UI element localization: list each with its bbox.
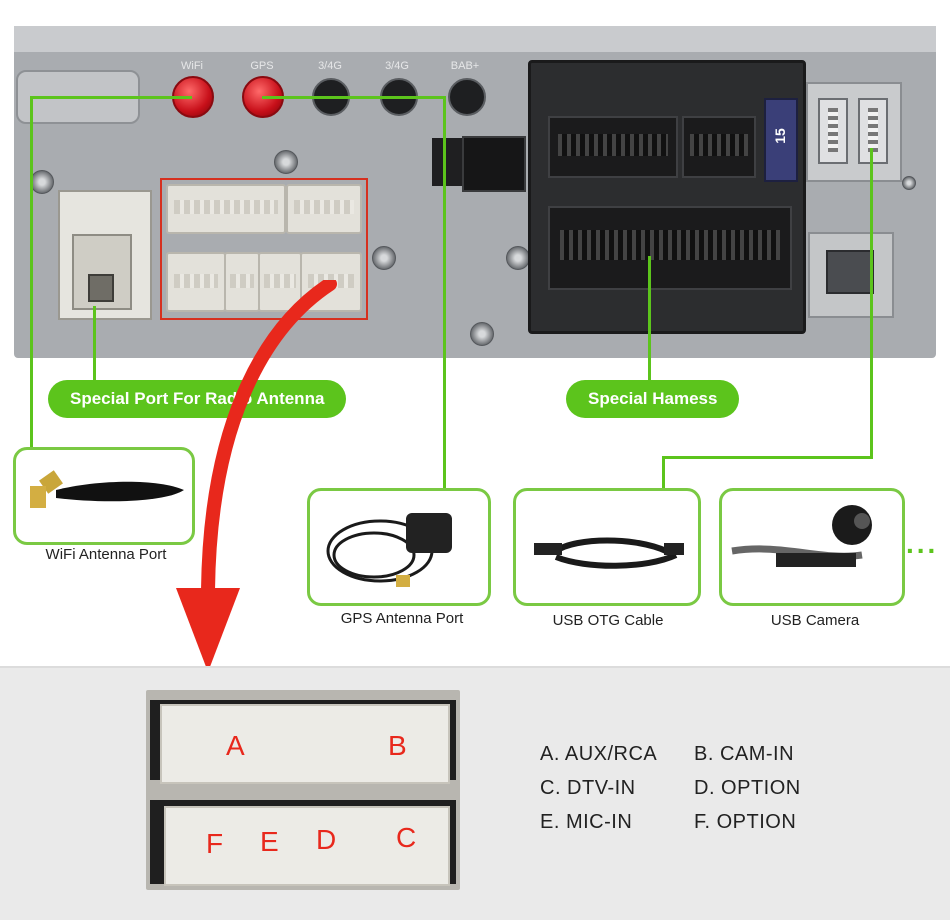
connector-letter-a: A [226,730,245,761]
usb-port [818,98,848,164]
connector-row-bottom [164,806,450,886]
screw-icon [372,246,396,270]
plug-block-b [286,184,362,234]
usb-camera-box [719,488,905,606]
gps-antenna-icon [326,513,452,587]
legend-b: B. CAM-IN [694,743,795,765]
harness-port-2 [682,116,756,178]
wifi-callout-line [30,96,33,448]
gps-antenna-caption: GPS Antenna Port [340,610,464,627]
black-port [432,138,462,186]
harness-callout-line [648,256,651,382]
gps-antenna-box [307,488,491,606]
screw-icon [274,150,298,174]
port-label-wifi: WiFi [181,60,203,72]
screw-icon [902,176,916,190]
usb-otg-box [513,488,701,606]
usb-callout-line [870,148,873,458]
connector-detail-section [0,666,950,920]
harness-callout: Special Hamess [566,380,740,418]
connector-row-top [160,704,450,784]
legend-e: E. MIC-IN [540,811,633,833]
panel-top-rim [14,26,936,52]
port-label-4g-1: 3/4G [318,60,342,72]
fuse-label: 15 [772,128,788,144]
connector-letter-f: F [206,828,224,859]
port-label-4g-2: 3/4G [385,60,409,72]
black-port [462,136,526,192]
usb-cable-icon [534,537,684,569]
connector-letter-d: D [316,824,337,855]
harness-port-1 [548,116,678,178]
camera-icon [731,505,872,567]
wifi-antenna-caption: WiFi Antenna Port [45,546,167,563]
harness-port-3 [548,206,792,290]
camera-port [826,250,874,294]
radio-antenna-callout: Special Port For Radio Antenna [48,380,347,418]
wifi-callout-line [30,96,192,99]
plug-block-d [258,252,302,312]
usb-callout-line [662,456,873,459]
plug-block-e [224,252,260,312]
radio-antenna-pin [88,274,114,302]
gps-callout-line [443,96,446,488]
legend-d: D. OPTION [694,777,801,799]
connector-highlight-box [160,178,368,320]
wifi-antenna-icon [30,470,184,508]
screw-icon [30,170,54,194]
more-accessories-indicator: ... [906,528,939,559]
gps-callout-line [262,96,446,99]
port-label-bab: BAB+ [450,60,480,72]
fuse-icon [764,98,798,182]
usb-otg-caption: USB OTG Cable [552,612,664,629]
plug-block-f [166,252,226,312]
legend-f: F. OPTION [694,811,797,833]
screw-icon [470,322,494,346]
port-label-gps: GPS [250,60,274,72]
port-hole [448,78,486,116]
wifi-antenna-box [13,447,195,545]
usb-port [858,98,888,164]
connector-letter-c: C [396,822,417,853]
screw-icon [506,246,530,270]
connector-letter-b: B [388,730,407,761]
red-arrow-icon [176,280,337,672]
usb-camera-caption: USB Camera [770,612,860,629]
connector-letter-e: E [260,826,279,857]
plug-block-a [166,184,286,234]
usb-callout-line [662,456,665,488]
radio-callout-line [93,306,96,386]
legend-c: C. DTV-IN [540,777,636,799]
legend-a: A. AUX/RCA [540,743,658,765]
